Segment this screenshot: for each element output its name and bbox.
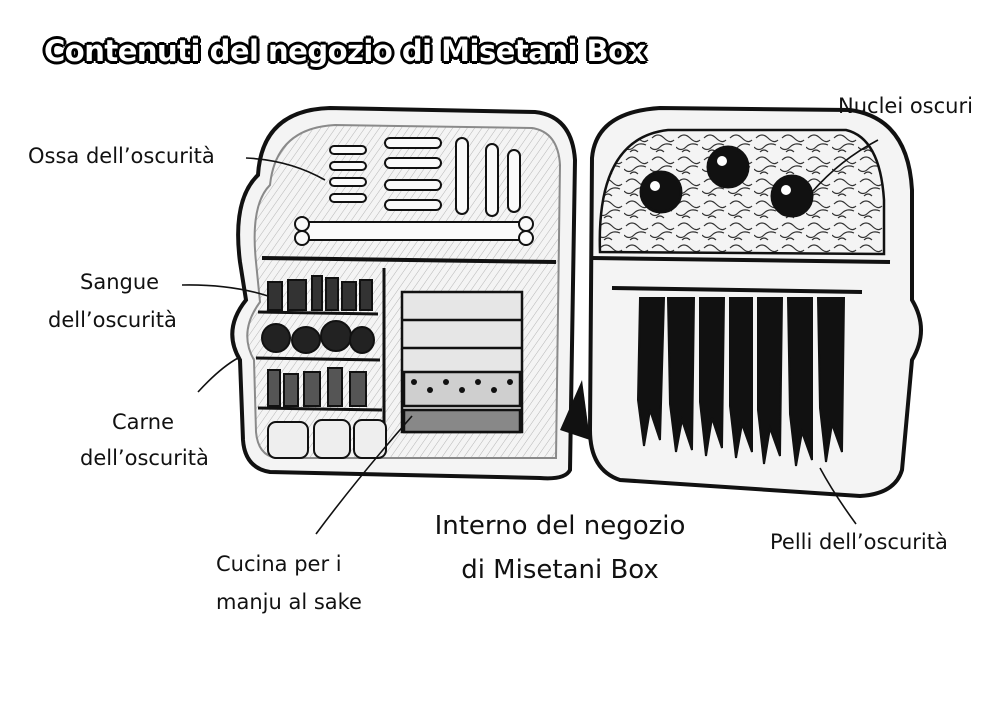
label-blood-line2: dell’oscurità [48,308,177,332]
dark-skins [636,297,846,467]
kitchen-unit [400,290,524,434]
label-interior-line1: Interno del negozio [434,511,686,541]
label-interior-line2: di Misetani Box [461,555,659,585]
brain-mass [598,128,886,256]
label-meat-line1: Carne [112,410,175,434]
leader-lines [181,139,879,535]
meat-chunks [261,320,375,354]
blood-jars [267,275,373,311]
bones [294,137,534,246]
label-kitchen-line1: Cucina per i [216,552,342,576]
label-blood-line1: Sangue [80,270,160,294]
kitchen-dots [411,379,513,393]
label-bones: Ossa dell’oscurità [28,144,215,168]
shelves [255,268,386,440]
divider [560,380,590,440]
label-skins: Pelli dell’oscurità [770,530,948,554]
diagram-title: Contenuti del negozio di Misetani Box [44,34,646,68]
dark-cores [639,145,814,218]
label-kitchen-line2: manju al sake [216,590,362,614]
lower-jars [267,367,367,407]
label-cores: Nuclei oscuri [838,94,973,118]
sacks [267,419,387,459]
label-meat-line2: dell’oscurità [80,446,209,470]
